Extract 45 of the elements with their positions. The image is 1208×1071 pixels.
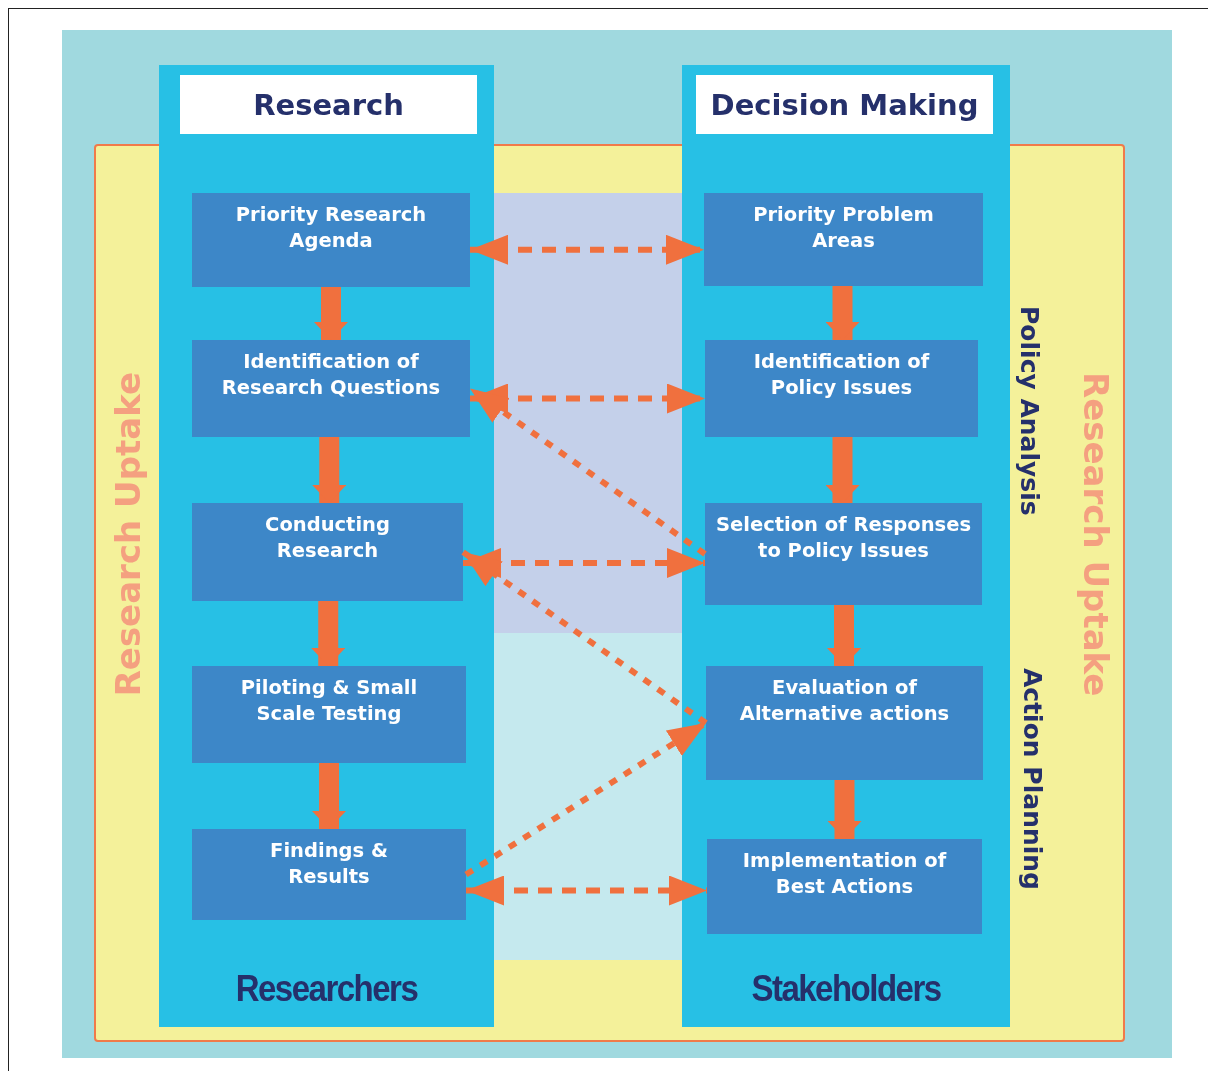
arrow	[827, 605, 861, 666]
arrow	[468, 386, 707, 557]
box-text: Conducting Research	[264, 512, 391, 564]
arrow	[464, 720, 708, 878]
arrow	[470, 234, 704, 265]
vertical-label: Policy Analysis	[1015, 306, 1044, 516]
box-text: Findings & Results	[269, 838, 389, 890]
arrow	[461, 549, 708, 726]
arrow	[827, 780, 862, 839]
arrow	[466, 875, 707, 906]
process-box	[707, 839, 982, 934]
process-box	[192, 503, 463, 601]
box-text: Priority Problem Areas	[752, 202, 935, 254]
arrow	[470, 383, 705, 414]
column-footer: Stakeholders	[682, 968, 1010, 1010]
process-box	[705, 340, 978, 437]
box-text: Identification of Policy Issues	[752, 349, 931, 401]
column-panel	[682, 65, 1010, 1027]
arrow	[311, 601, 346, 666]
arrow	[312, 763, 346, 829]
box-text: Priority Research Agenda	[234, 202, 428, 254]
arrow	[825, 286, 860, 340]
process-box	[706, 666, 983, 780]
vertical-label: Research Uptake	[1076, 372, 1116, 697]
process-box	[704, 193, 983, 286]
process-box	[192, 193, 470, 287]
box-text: Identification of Research Questions	[220, 349, 442, 401]
vertical-label: Action Planning	[1018, 668, 1047, 890]
vertical-label: Research Uptake	[108, 372, 148, 697]
box-text: Implementation of Best Actions	[741, 848, 948, 900]
process-box	[192, 666, 466, 763]
column-footer: Researchers	[159, 968, 494, 1010]
arrow	[312, 437, 347, 503]
column-panel	[159, 65, 494, 1027]
box-text: Selection of Responses to Policy Issues	[715, 512, 972, 564]
box-text: Piloting & Small Scale Testing	[239, 675, 419, 727]
process-box	[192, 829, 466, 920]
column-heading: Decision Making	[696, 75, 993, 134]
column-heading: Research	[180, 75, 477, 134]
arrow	[463, 548, 705, 578]
arrow	[314, 287, 348, 340]
process-box	[192, 340, 470, 437]
arrow	[825, 437, 860, 503]
process-box	[705, 503, 982, 605]
box-text: Evaluation of Alternative actions	[738, 675, 951, 727]
